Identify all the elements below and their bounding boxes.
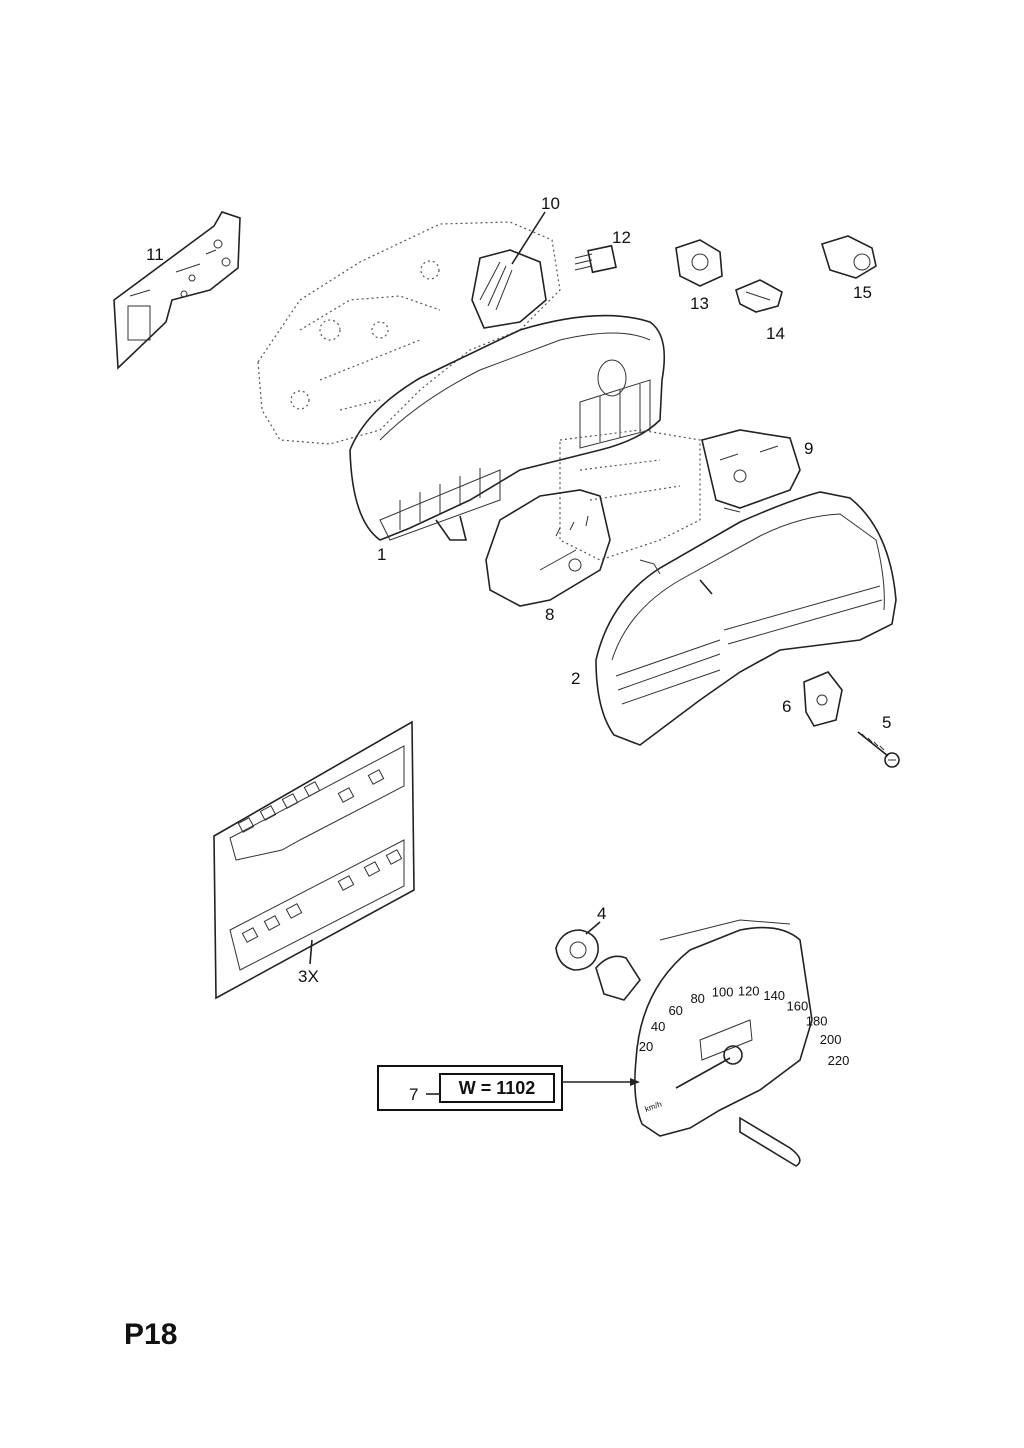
part-14-bulb bbox=[735, 279, 783, 313]
part-6-clip bbox=[803, 671, 843, 727]
speedo-scale-label: 80 bbox=[690, 991, 704, 1006]
part-4-drive-ring bbox=[555, 921, 601, 971]
part-10-flex-circuit bbox=[257, 211, 561, 445]
part-13-bulb-holder bbox=[675, 239, 723, 287]
callout-15: 15 bbox=[853, 283, 872, 302]
part-3x-circuits bbox=[213, 720, 415, 1000]
part-2-lens bbox=[595, 491, 897, 746]
callout-3x: 3X bbox=[298, 967, 319, 986]
speedo-scale-label: 40 bbox=[651, 1019, 665, 1034]
speedo-scale-label: 20 bbox=[639, 1039, 653, 1054]
speedo-scale-label: 120 bbox=[738, 983, 760, 998]
callout-14: 14 bbox=[766, 324, 785, 343]
speedo-unit: km/h bbox=[644, 1099, 663, 1113]
part-5-screw bbox=[857, 731, 900, 768]
page-code: P18 bbox=[124, 1318, 178, 1351]
speedo-scale-label: 200 bbox=[820, 1032, 842, 1047]
callout-4: 4 bbox=[597, 904, 606, 923]
part-15-bulb-holder bbox=[821, 235, 877, 279]
printed-foil bbox=[559, 429, 701, 561]
callout-1: 1 bbox=[377, 545, 386, 564]
part-11-circuit-board bbox=[113, 211, 241, 370]
part-12-regulator bbox=[574, 244, 617, 274]
part-8-gauge-module bbox=[485, 489, 611, 607]
callout-10: 10 bbox=[541, 194, 560, 213]
variant-box: 7 W = 1102 bbox=[377, 1065, 640, 1111]
speedo-scale-label: 180 bbox=[806, 1013, 828, 1028]
speedo-scale-label: 60 bbox=[668, 1003, 682, 1018]
callout-8: 8 bbox=[545, 605, 554, 624]
speedo-scale-label: 140 bbox=[763, 988, 785, 1003]
speedo-scale-label: 220 bbox=[828, 1053, 850, 1068]
part-1-housing bbox=[349, 314, 666, 541]
callout-6: 6 bbox=[782, 697, 791, 716]
callout-12: 12 bbox=[612, 228, 631, 247]
variant-label: W = 1102 bbox=[459, 1078, 536, 1098]
callout-2: 2 bbox=[571, 669, 580, 688]
speedo-scale-label: 160 bbox=[787, 998, 809, 1013]
callout-13: 13 bbox=[690, 294, 709, 313]
callout-5: 5 bbox=[882, 713, 891, 732]
speedo-scale-label: 100 bbox=[712, 984, 734, 999]
callout-9: 9 bbox=[804, 439, 813, 458]
callout-11: 11 bbox=[146, 245, 164, 264]
part-9-gauge-face bbox=[701, 429, 801, 509]
callout-7: 7 bbox=[409, 1085, 418, 1104]
